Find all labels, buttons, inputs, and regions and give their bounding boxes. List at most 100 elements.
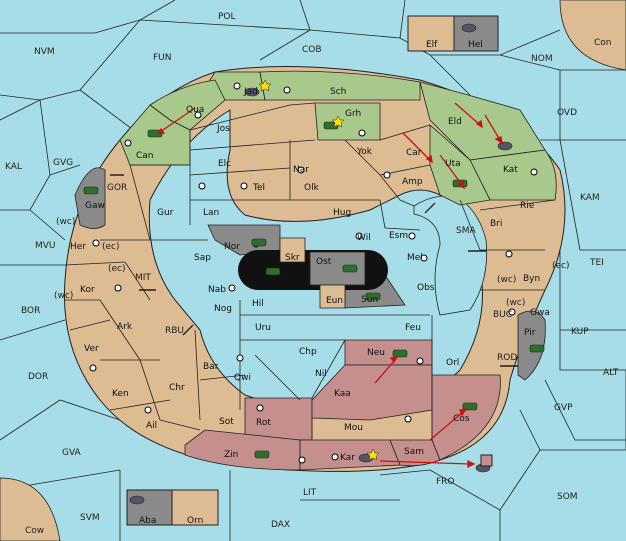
- unit-ost[interactable]: [342, 264, 358, 273]
- sea-label: MVU: [35, 241, 56, 251]
- territory-label: Ost: [316, 257, 332, 267]
- territory-label: Yok: [356, 147, 373, 157]
- unit-neu[interactable]: [392, 349, 408, 358]
- territory-label: Jos: [216, 124, 230, 134]
- sea-label: FUN: [153, 53, 172, 63]
- star-icon: [258, 79, 272, 92]
- territory-label: Hil: [252, 299, 264, 309]
- territory-label: Nog: [214, 304, 232, 314]
- territory-label: Chr: [169, 383, 185, 393]
- territory-label: Can: [136, 151, 154, 161]
- sea-label: GVG: [53, 158, 73, 168]
- territory-label: Olk: [304, 183, 320, 193]
- sea-label: SMA: [456, 226, 476, 236]
- sea-label: MIT: [135, 273, 151, 283]
- sea-label: TEI: [589, 258, 604, 268]
- territory-label: Rie: [520, 201, 535, 211]
- territory-label: Gur: [157, 208, 174, 218]
- elf-box[interactable]: [407, 15, 455, 52]
- territory-label: Sam: [404, 447, 424, 457]
- fro-marker: [480, 454, 493, 467]
- hel-box[interactable]: [453, 15, 499, 52]
- unit-grh[interactable]: [323, 121, 339, 130]
- legend-bottom: [126, 489, 219, 526]
- territory-label: Aba: [139, 516, 156, 526]
- territory-label: Nor: [224, 242, 240, 252]
- sea-label: Con: [594, 38, 612, 48]
- territory-label: Feu: [405, 323, 421, 333]
- unit-cos[interactable]: [462, 402, 478, 411]
- eun-territory[interactable]: [319, 284, 346, 309]
- territory-label: Qua: [186, 105, 204, 115]
- territory-labels: Jad Sch Qua Jos Grh Can Elc Yok Eld Nar …: [70, 40, 550, 526]
- territory-label: Esm: [389, 231, 408, 241]
- coast-label: (wc): [497, 275, 516, 285]
- sea-label: RBU: [165, 326, 184, 336]
- fleet-kat[interactable]: [497, 141, 513, 151]
- land-borders: [64, 102, 556, 440]
- coast-label: (ec): [552, 261, 570, 271]
- territory-label: Neu: [367, 348, 385, 358]
- territory-label: Obs: [417, 283, 435, 293]
- gaw-territory[interactable]: [74, 167, 106, 229]
- qua-territory[interactable]: [149, 79, 226, 131]
- sea-label: Cow: [25, 526, 44, 536]
- sea-label: LIT: [303, 488, 317, 498]
- territory-label: Skr: [285, 253, 300, 263]
- fleet-aba[interactable]: [129, 495, 145, 505]
- sea-label: KUP: [571, 327, 589, 337]
- territory-label: Amp: [402, 177, 423, 187]
- territory-label: Mou: [344, 423, 363, 433]
- orn-box[interactable]: [171, 489, 219, 526]
- territory-label: Eld: [448, 117, 462, 127]
- unit-pir[interactable]: [529, 344, 545, 353]
- coast-label: (ec): [108, 264, 126, 274]
- territory-label: Nar: [293, 165, 309, 175]
- territory-label: Zin: [224, 450, 238, 460]
- aba-box[interactable]: [126, 489, 173, 526]
- sea-label: GVP: [554, 403, 573, 413]
- fleet-hel[interactable]: [461, 23, 477, 33]
- territory-label: Orl: [446, 358, 459, 368]
- territory-label: Hug: [333, 208, 351, 218]
- coast-label: (ec): [102, 242, 120, 252]
- sea-label: ALT: [603, 368, 619, 378]
- fleet-jad[interactable]: [244, 87, 260, 97]
- star-icon: [366, 448, 380, 461]
- sea-label: OVD: [557, 108, 577, 118]
- territory-label: Car: [406, 148, 422, 158]
- territory-label: Kat: [503, 165, 518, 175]
- territory-label: Elf: [426, 40, 438, 50]
- territory-label: Sun: [361, 295, 378, 305]
- ost-territory[interactable]: [309, 251, 366, 286]
- territory-label: Cos: [453, 414, 470, 424]
- unit-zin[interactable]: [254, 450, 270, 459]
- territory-label: Grh: [345, 109, 361, 119]
- territory-label: Tel: [252, 183, 265, 193]
- territory-label: Orn: [187, 516, 203, 526]
- crossing-arrows: [110, 174, 518, 367]
- territory-label: Uta: [445, 159, 461, 169]
- legend-top: [407, 15, 499, 52]
- cos-territory[interactable]: [431, 374, 501, 461]
- territory-label: Nab: [208, 285, 226, 295]
- territory-label: Eun: [326, 296, 343, 306]
- sea-labels: POL COB FUN NVM NOM KAL GVG OVD KAM MVU …: [5, 12, 619, 536]
- territory-label: Jad: [243, 87, 258, 97]
- skr-territory[interactable]: [279, 237, 306, 263]
- territory-label: Elc: [218, 159, 231, 169]
- unit-gaw[interactable]: [83, 186, 99, 195]
- kat-territory[interactable]: [469, 149, 557, 201]
- territory-label: Kaa: [334, 389, 351, 399]
- sea-label: BUC: [493, 310, 512, 320]
- territory-label: Hel: [468, 40, 483, 50]
- unit-sun[interactable]: [365, 292, 381, 301]
- unit-nor[interactable]: [251, 238, 267, 247]
- territory-label: Nil: [315, 369, 327, 379]
- territory-label: Chp: [299, 347, 317, 357]
- sea-label: SVM: [80, 513, 100, 523]
- sea-label: POL: [218, 12, 236, 22]
- sea-label: SOM: [557, 492, 578, 502]
- territory-label: Lan: [203, 208, 219, 218]
- unit-web[interactable]: [265, 267, 281, 276]
